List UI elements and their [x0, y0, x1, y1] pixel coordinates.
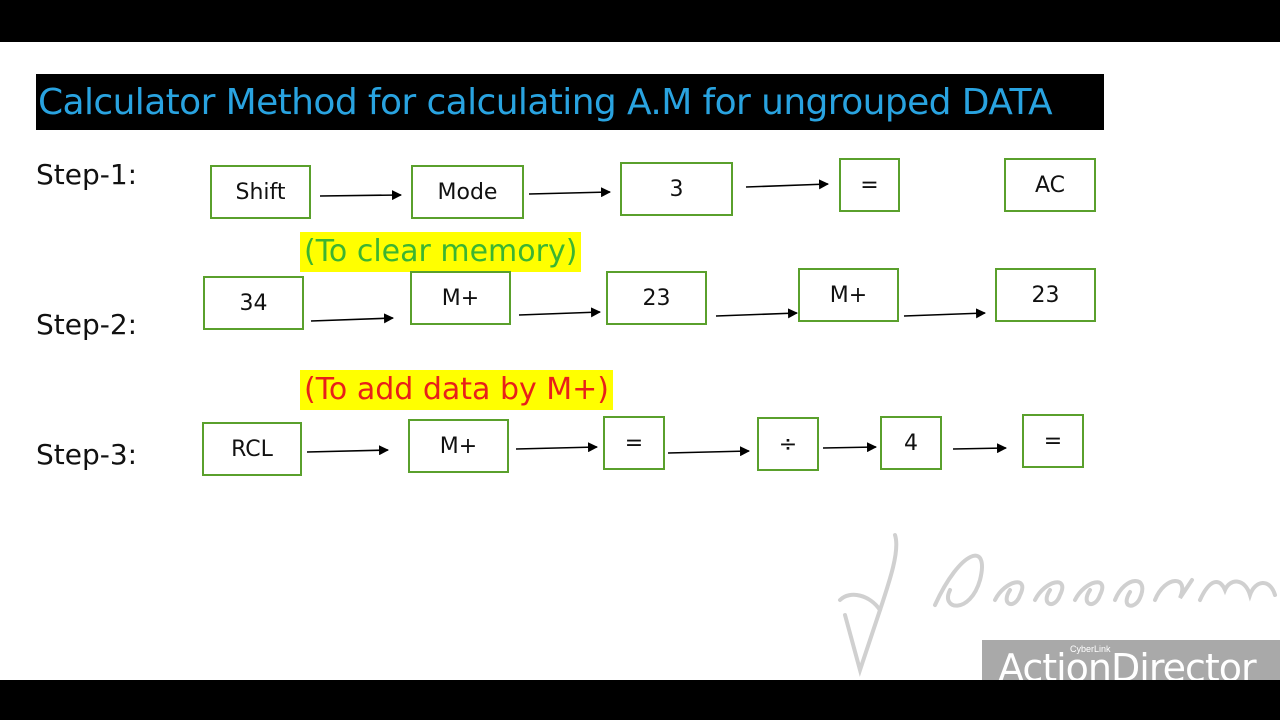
key-m-plus: M+	[408, 419, 509, 473]
arrow-2-1	[310, 313, 394, 324]
bottom-letterbox-bar	[0, 680, 1280, 720]
step-3-label: Step-3:	[36, 438, 138, 471]
arrow-3-5	[952, 443, 1007, 454]
step-2-label: Step-2:	[36, 308, 138, 341]
key-m-plus: M+	[410, 271, 511, 325]
arrow-3-4	[822, 442, 877, 453]
key-equals: =	[839, 158, 900, 212]
key-rcl: RCL	[202, 422, 302, 476]
key-4: 4	[880, 416, 942, 470]
arrow-2-2	[518, 307, 601, 318]
note-add-data: (To add data by M+)	[300, 370, 613, 410]
arrow-2-3	[715, 308, 798, 319]
key-divide: ÷	[757, 417, 819, 471]
arrow-1-2	[528, 187, 611, 198]
icecream-apps-logo-icon	[838, 533, 1277, 677]
step-1-label: Step-1:	[36, 158, 138, 191]
key-3: 3	[620, 162, 733, 216]
note-clear-memory: (To clear memory)	[300, 232, 582, 272]
key-m-plus: M+	[798, 268, 899, 322]
arrow-1-3	[745, 179, 829, 190]
key-shift: Shift	[210, 165, 311, 219]
watermark-brand-small: CyberLink	[1070, 644, 1111, 654]
title-banner: Calculator Method for calculating A.M fo…	[36, 74, 1104, 130]
key-equals: =	[603, 416, 665, 470]
page-title: Calculator Method for calculating A.M fo…	[38, 81, 1053, 123]
arrow-2-4	[903, 308, 986, 319]
key-23: 23	[606, 271, 707, 325]
key-mode: Mode	[411, 165, 524, 219]
arrow-3-3	[667, 446, 750, 457]
key-23: 23	[995, 268, 1096, 322]
key-equals: =	[1022, 414, 1084, 468]
arrow-3-1	[306, 445, 389, 456]
arrow-1-1	[319, 190, 402, 201]
top-letterbox-bar	[0, 0, 1280, 42]
arrow-3-2	[515, 442, 598, 453]
key-ac: AC	[1004, 158, 1096, 212]
key-34: 34	[203, 276, 304, 330]
